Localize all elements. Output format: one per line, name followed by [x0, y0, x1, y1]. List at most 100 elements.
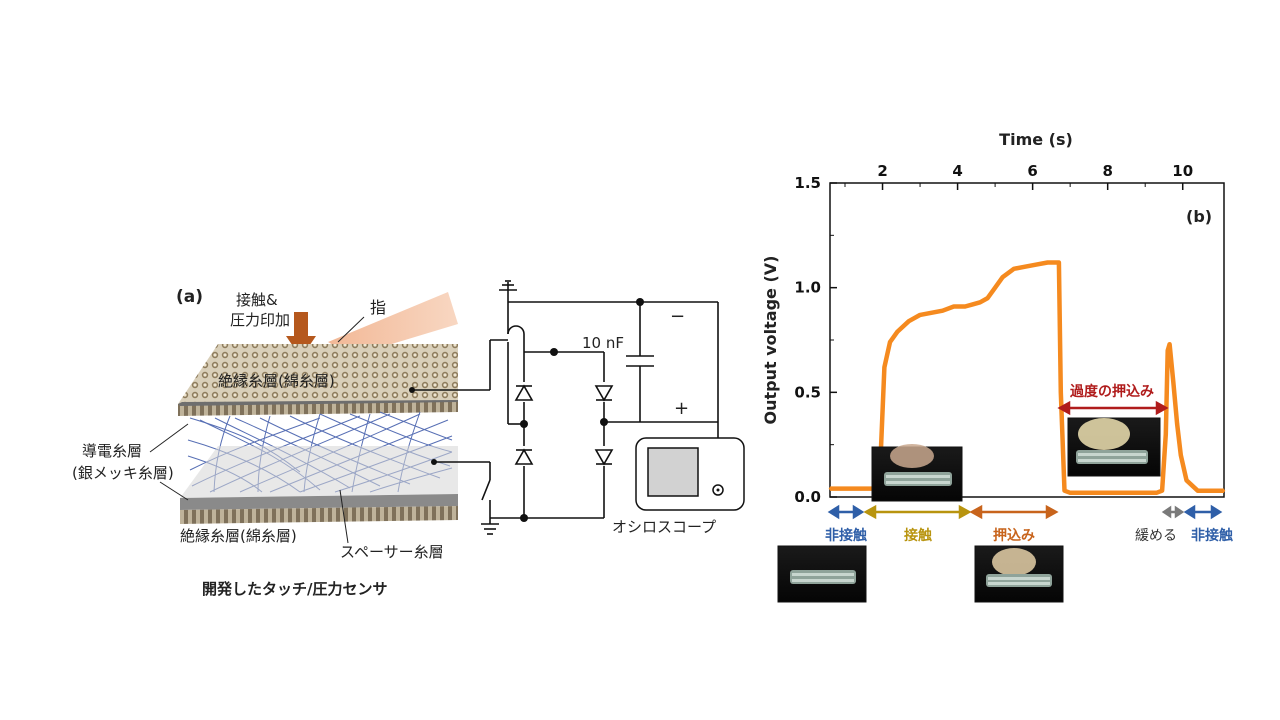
series-point — [843, 487, 847, 490]
series-point — [930, 311, 933, 314]
x-tick-label: 8 — [1102, 162, 1112, 180]
series-point — [941, 309, 944, 312]
phase-label-no-contact-2: 非接触 — [1191, 527, 1233, 544]
panel-a: (a) 指 接触& 圧力印加 絶縁糸層(綿糸層) — [72, 280, 745, 598]
minus-sign: − — [670, 306, 685, 327]
circuit-nodes — [409, 298, 644, 522]
photo-press — [974, 545, 1064, 603]
conductive-label-line2: (銀メッキ糸層) — [72, 464, 174, 482]
series-point — [1155, 491, 1158, 494]
series-point — [1172, 380, 1175, 384]
phase-label-over-press: 過度の押込み — [1069, 383, 1154, 400]
phase-label-no-contact-1: 非接触 — [825, 527, 867, 544]
series-point — [1023, 265, 1027, 268]
series-point — [978, 301, 982, 304]
series-point — [963, 305, 967, 308]
arrow-over-press — [1057, 400, 1169, 416]
x-tick-label: 2 — [877, 162, 887, 180]
phase-label-contact: 接触 — [904, 527, 932, 544]
top-insulating-layer — [178, 344, 458, 416]
series-point — [1059, 391, 1063, 394]
y-axis-label: Output voltage (V) — [761, 256, 780, 425]
arrow-no-contact-2 — [1183, 504, 1223, 520]
plus-sign: + — [674, 398, 689, 419]
oscilloscope-label: オシロスコープ — [612, 518, 716, 536]
series-point — [1001, 276, 1004, 279]
y-ticks: 0.0 0.5 1.0 1.5 — [794, 174, 837, 506]
capacitor-label: 10 nF — [582, 334, 624, 352]
series-point — [1168, 343, 1171, 346]
arrow-release — [1161, 505, 1185, 519]
spacer-leader-line — [339, 489, 349, 544]
series-point — [883, 366, 886, 369]
bottom-insulating-layer — [180, 446, 458, 524]
photo-no-contact — [777, 545, 867, 603]
series-point — [1063, 489, 1066, 492]
photo-contact — [871, 444, 963, 502]
x-tick-label: 10 — [1172, 162, 1193, 180]
diode-bridge — [514, 384, 614, 466]
series-point — [1175, 422, 1179, 425]
series-point — [1166, 349, 1169, 352]
conductive-leader-top — [149, 423, 189, 453]
caption: 開発したタッチ/圧力センサ — [202, 580, 387, 598]
bottom-layer-label: 絶縁糸層(綿糸層) — [180, 527, 297, 545]
panel-a-label: (a) — [176, 287, 203, 307]
arrow-no-contact-1 — [827, 504, 865, 520]
series-point — [1179, 453, 1183, 457]
conductive-label-line1: 導電糸層 — [82, 442, 142, 460]
series-point — [918, 313, 922, 317]
series-point — [971, 303, 974, 306]
series-point — [907, 320, 910, 323]
finger-leader-line — [337, 316, 365, 343]
finger-shape — [328, 292, 458, 356]
top-layer-label: 絶縁糸層(綿糸層) — [218, 372, 335, 390]
series-point — [896, 330, 899, 333]
y-tick-label: 1.0 — [794, 279, 821, 297]
x-ticks: 2 4 6 8 10 — [844, 162, 1193, 190]
phase-label-release: 緩める — [1135, 528, 1177, 544]
panel-b: (b) Time (s) Output voltage (V) 2 4 6 8 10 0… — [761, 130, 1233, 603]
series-point — [1144, 491, 1147, 494]
conductive-leader-bottom — [159, 481, 189, 501]
series-point — [1069, 491, 1072, 494]
y-tick-label: 0.0 — [794, 488, 821, 506]
series-point — [1185, 479, 1188, 482]
x-axis-label: Time (s) — [999, 130, 1073, 149]
finger-label: 指 — [370, 298, 386, 317]
y-tick-label: 1.5 — [794, 174, 821, 192]
series-point — [993, 286, 997, 289]
series-point — [1057, 261, 1061, 264]
series-point — [1160, 489, 1164, 492]
series-point — [1106, 491, 1109, 494]
series-point — [952, 305, 955, 308]
arrow-label-line1: 接触& — [236, 291, 278, 309]
oscilloscope-icon — [635, 437, 745, 511]
panel-b-label: (b) — [1186, 207, 1212, 226]
arrow-contact — [863, 504, 972, 520]
phase-label-press: 押込み — [993, 527, 1035, 544]
series-point — [1164, 433, 1168, 436]
series-layer — [828, 260, 1226, 496]
series-point — [1087, 491, 1091, 494]
series-point — [888, 340, 892, 344]
arrow-label-line2: 圧力印加 — [230, 311, 290, 329]
x-tick-label: 4 — [952, 162, 962, 180]
circuit — [412, 280, 719, 535]
series-point — [1196, 489, 1199, 492]
photo-over-press — [1067, 417, 1161, 477]
y-tick-label: 0.5 — [794, 383, 821, 401]
arrow-press — [969, 504, 1059, 520]
series-point — [1222, 489, 1226, 492]
series-point — [862, 487, 865, 490]
x-tick-label: 6 — [1027, 162, 1037, 180]
series-point — [986, 296, 989, 300]
phase-arrows — [827, 400, 1223, 520]
series-point — [828, 487, 832, 490]
spacer-label: スペーサー糸層 — [340, 543, 444, 561]
series-point — [1125, 491, 1128, 494]
series-point — [1012, 267, 1016, 270]
series-point — [1035, 263, 1038, 266]
